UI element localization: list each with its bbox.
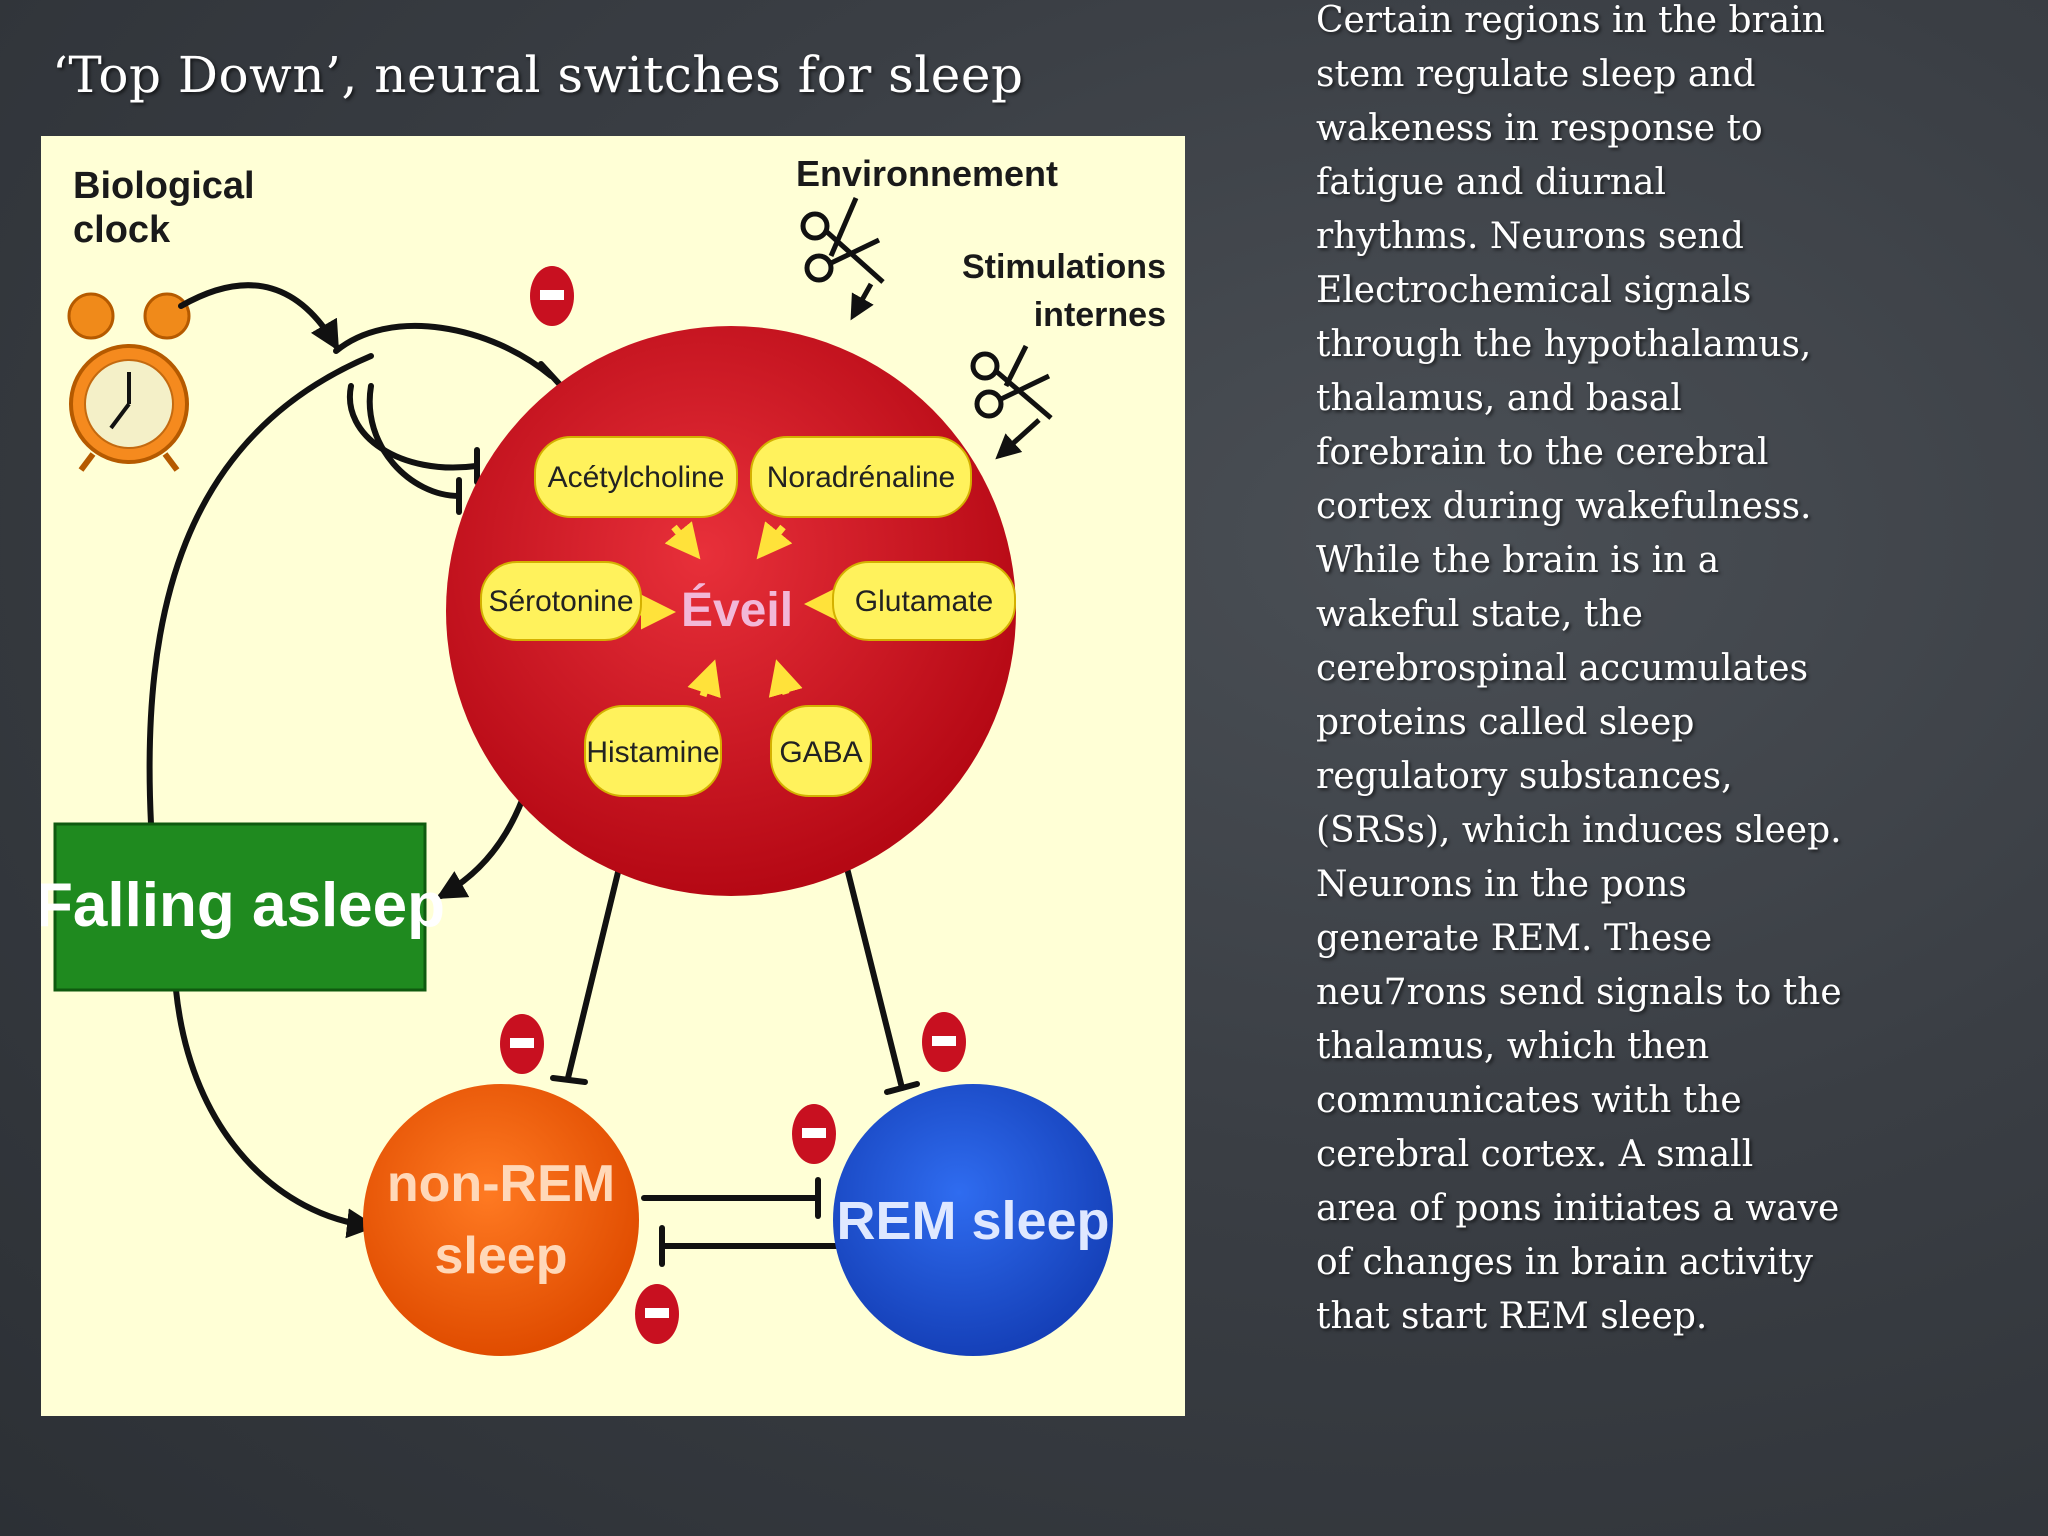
pill-acetylcholine: Acétylcholine [534,436,738,518]
sleep-switch-diagram: Biological clock Environnement Stimulati… [41,136,1185,1416]
environment-label: Environnement [796,153,1058,194]
wake-circle: Éveil Acétylcholine Noradrénaline Séroto… [446,326,1016,896]
inhibit-sign-top [530,266,574,326]
gaba-label: GABA [779,736,862,769]
glutamate-label: Glutamate [855,585,993,618]
non-rem-label-line1: non-REM [387,1155,615,1213]
acetylcholine-label: Acétylcholine [548,461,725,494]
scissors-icon-environment [800,197,885,321]
internal-stimulation-label-line2: internes [1034,296,1166,334]
non-rem-label-line2: sleep [435,1227,568,1285]
non-rem-circle: non-REM sleep [363,1084,639,1356]
pill-noradrenaline: Noradrénaline [750,436,972,518]
inhibit-sign-bottom [635,1284,679,1344]
inhibit-sign-mid [792,1104,836,1164]
serotonin-label: Sérotonine [488,585,633,618]
histamine-label: Histamine [586,736,719,769]
pill-gaba: GABA [770,705,872,797]
pill-histamine: Histamine [584,705,722,797]
biological-clock: Biological clock [67,165,255,472]
slide-title: ‘Top Down’, neural switches for sleep [52,46,1024,104]
internal-stimulation-label-line1: Stimulations [962,248,1166,286]
falling-asleep-box: Falling asleep [41,822,445,992]
rem-circle: REM sleep [833,1084,1113,1356]
pill-serotonin: Sérotonine [480,561,642,641]
biological-clock-label-line2: clock [73,209,171,251]
rem-label: REM sleep [836,1191,1109,1251]
falling-asleep-label: Falling asleep [41,871,445,940]
wake-center-label: Éveil [681,583,793,637]
scissors-icon-internal [970,344,1053,460]
noradrenaline-label: Noradrénaline [767,461,955,494]
biological-clock-label-line1: Biological [73,165,255,207]
alarm-clock-icon [67,292,191,472]
slide-body-text: Certain regions in the brain stem regula… [1316,0,1842,1337]
inhibit-sign-rem [922,1012,966,1072]
inhibit-sign-nonrem [500,1014,544,1074]
pathways [146,282,920,1267]
pill-glutamate: Glutamate [832,561,1016,641]
